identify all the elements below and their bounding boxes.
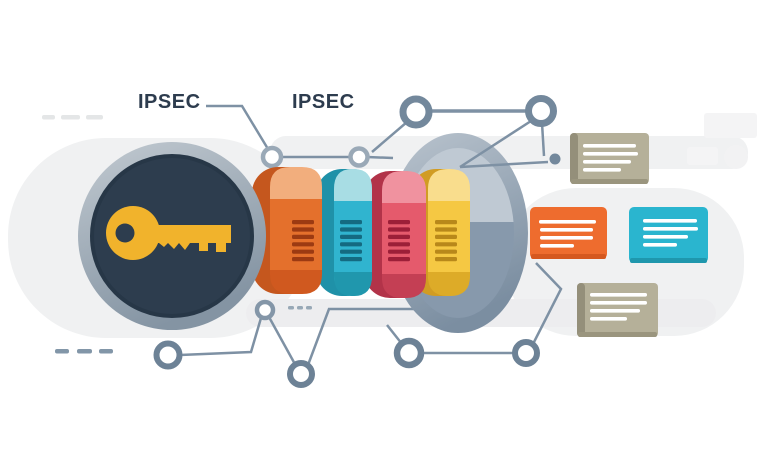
connector-node — [260, 145, 284, 169]
dash-group — [55, 306, 312, 354]
connector-node — [399, 95, 433, 129]
key-icon — [106, 206, 231, 260]
card-text-lines — [643, 219, 698, 247]
connector-node — [512, 339, 540, 367]
card-text-lines — [583, 144, 638, 172]
key-hole — [115, 223, 135, 243]
ipsec-label-left: IPSEC — [138, 91, 201, 113]
connector-node — [393, 337, 425, 369]
lock-circle — [78, 142, 266, 330]
connector-network-top — [206, 95, 561, 169]
segment-stripes — [340, 220, 362, 262]
tunnel-segment-red — [364, 171, 426, 298]
connector-node — [153, 340, 183, 370]
ghost-shapes — [42, 113, 757, 169]
note-card-bottom — [577, 283, 658, 337]
note-card-orange — [530, 207, 607, 259]
segment-stripes — [388, 220, 410, 262]
card-text-lines — [539, 220, 596, 248]
segment-stripes — [435, 220, 457, 262]
card-text-lines — [590, 293, 647, 321]
segment-stripes — [292, 220, 314, 262]
connector-network-bottom — [55, 262, 563, 388]
note-card-cyan — [629, 207, 708, 263]
connector-node — [287, 360, 315, 388]
note-card-top — [570, 133, 649, 184]
connector-node — [254, 299, 276, 321]
connector-node — [525, 95, 557, 127]
connector-node — [348, 146, 370, 168]
connector-dot — [549, 153, 561, 165]
tunnel-segment-cyan — [316, 169, 372, 296]
tunnel-segment-orange — [252, 167, 322, 294]
ipsec-label-right: IPSEC — [292, 91, 355, 113]
